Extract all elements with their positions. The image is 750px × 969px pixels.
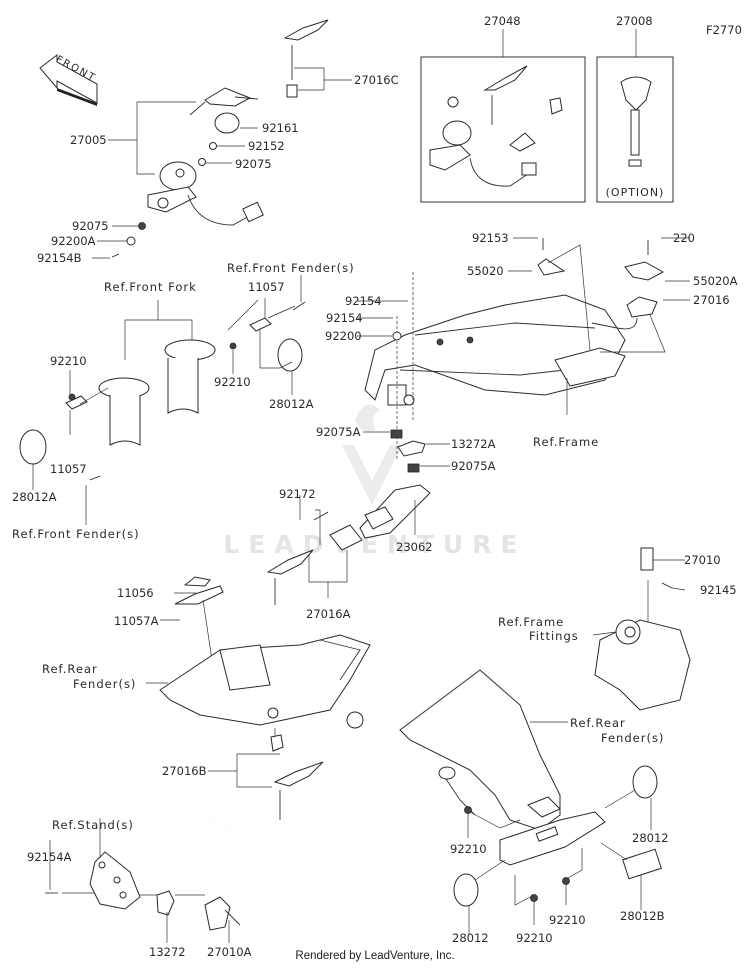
callout-27016c: 27016C: [354, 73, 399, 87]
callout-92210: 92210: [549, 913, 586, 927]
callout-ref-rear-fender-right: Ref.Rear: [570, 716, 626, 730]
callout-92154b: 92154B: [37, 251, 82, 265]
side-stand-switch: [45, 814, 241, 943]
blank-key-box-27008: (OPTION): [596, 29, 674, 203]
callout-55020: 55020: [467, 264, 504, 278]
callout-ref-frame: Ref.Frame: [533, 435, 599, 449]
callout-92154: 92154: [326, 311, 363, 325]
callout-ref-front-fork: Ref.Front Fork: [104, 280, 197, 294]
frame: [357, 237, 690, 473]
callout-28012a-right: 28012A: [269, 397, 314, 411]
callout-92200: 92200: [325, 329, 362, 343]
callout-27048: 27048: [484, 14, 521, 28]
callout-23062: 23062: [396, 540, 433, 554]
callout-92075a: 92075A: [451, 459, 496, 473]
callout-11057-left: 11057: [50, 462, 87, 476]
callout-92210-right: 92210: [214, 375, 251, 389]
callout-92075: 92075: [72, 219, 109, 233]
callout-27008: 27008: [616, 14, 653, 28]
callout-13272a: 13272A: [451, 437, 496, 451]
callout-92210: 92210: [450, 842, 487, 856]
callout-ref-rear-fender-left: Ref.Rear: [42, 662, 98, 676]
callout-92075a: 92075A: [316, 425, 361, 439]
callout-28012: 28012: [632, 831, 669, 845]
callout-ref-frame-fittings: Ref.Frame: [498, 615, 564, 629]
ignition-switch-assembly: [92, 87, 264, 259]
callout-92152: 92152: [248, 139, 285, 153]
ignition-set-box-27048: [420, 29, 586, 203]
seat-lock-cable-27010: [571, 483, 691, 711]
callout-220: 220: [673, 231, 695, 245]
callout-ref-front-fender-top: Ref.Front Fender(s): [227, 261, 355, 275]
key-27016c: [283, 19, 352, 98]
option-note: (OPTION): [606, 186, 665, 199]
callout-27016: 27016: [693, 293, 730, 307]
callout-28012a-left: 28012A: [12, 490, 57, 504]
callout-92172: 92172: [279, 487, 316, 501]
callout-27005: 27005: [70, 133, 107, 147]
rear-fender-right: [399, 669, 662, 935]
callout-ref-frame-fittings: Fittings: [529, 629, 579, 643]
callout-92154a: 92154A: [27, 850, 72, 864]
callout-92145: 92145: [700, 583, 737, 597]
callout-27010a: 27010A: [207, 945, 252, 959]
figure-code: F2770: [706, 23, 742, 37]
callout-ref-rear-fender-left: Fender(s): [73, 677, 136, 691]
front-arrow-icon: FRONT: [39, 53, 98, 106]
callout-27016a: 27016A: [306, 607, 351, 621]
callout-92200a: 92200A: [51, 234, 96, 248]
callout-ref-front-fender-bottom: Ref.Front Fender(s): [12, 527, 140, 541]
callout-92161: 92161: [262, 121, 299, 135]
callout-92154: 92154: [345, 294, 382, 308]
callout-11057-top: 11057: [248, 280, 285, 294]
callout-11056: 11056: [117, 586, 154, 600]
callout-11057a: 11057A: [114, 614, 159, 628]
rear-fender-left: [146, 576, 371, 820]
callout-27016b: 27016B: [162, 764, 207, 778]
callout-92210-fork: 92210: [50, 354, 87, 368]
helmet-lock-23062: [266, 484, 431, 605]
callout-labels: 27048 27008 27016C 27005 92161 92152 920…: [12, 14, 738, 959]
callout-55020a: 55020A: [693, 274, 738, 288]
callout-ref-stand: Ref.Stand(s): [52, 818, 134, 832]
callout-28012b: 28012B: [620, 909, 665, 923]
callout-92210: 92210: [516, 931, 553, 945]
callout-ref-rear-fender-right: Fender(s): [601, 731, 664, 745]
callout-92075: 92075: [235, 157, 272, 171]
callout-92153: 92153: [472, 231, 509, 245]
callout-28012: 28012: [452, 931, 489, 945]
callout-13272: 13272: [149, 945, 186, 959]
footer-credit: Rendered by LeadVenture, Inc.: [295, 950, 455, 962]
callout-27010: 27010: [684, 553, 721, 567]
front-fork-reflectors: [19, 275, 306, 525]
